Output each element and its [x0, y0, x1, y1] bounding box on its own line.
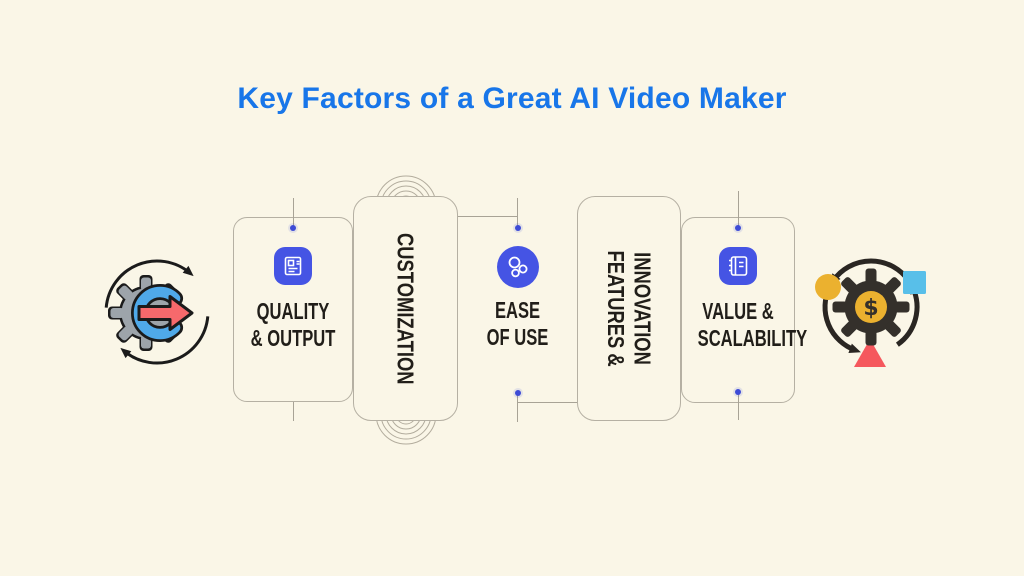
notebook-icon: [719, 247, 757, 285]
factor-label: FEATURES & INNOVATION: [603, 250, 656, 367]
bubbles-icon: [496, 246, 539, 288]
connector-dot: [735, 225, 741, 231]
yellow-circle-shape: [815, 274, 841, 300]
connector-line: [292, 198, 294, 228]
factor-card-quality-output: QUALITY & OUTPUT: [233, 217, 353, 402]
connector-dot: [735, 389, 741, 395]
money-gear-icon: $: [832, 268, 910, 346]
money-gear-cycle-illustration: $: [815, 258, 926, 367]
factor-label: VALUE & SCALABILITY: [697, 298, 808, 351]
cycle-arrows-icon: [104, 259, 210, 365]
connector-dot: [514, 389, 521, 396]
factor-label: EASE OF USE: [486, 297, 549, 350]
coin-icon: [855, 291, 887, 323]
right-arrow-icon: [137, 295, 194, 331]
connector-line: [517, 402, 577, 404]
gear-process-cycle-illustration: [104, 259, 210, 365]
factor-card-ease-of-use: EASE OF USE: [458, 217, 577, 402]
red-triangle-shape: [854, 339, 886, 367]
factor-card-value-scalability: VALUE & SCALABILITY: [681, 217, 808, 403]
connector-dot: [514, 224, 521, 231]
connector-line: [458, 216, 518, 218]
report-icon: [274, 247, 312, 285]
factor-label: CUSTOMIZATION: [392, 232, 419, 385]
blue-square-shape: [903, 271, 926, 294]
connector-line: [517, 393, 519, 422]
connector-line: [737, 392, 739, 420]
connector-dot: [290, 225, 296, 231]
factor-card-customization: CUSTOMIZATION: [353, 196, 458, 421]
connector-line: [737, 191, 739, 228]
connector-line: [292, 402, 294, 421]
factor-card-features-innovation: FEATURES & INNOVATION: [577, 196, 681, 421]
factor-label: QUALITY & OUTPUT: [250, 298, 336, 351]
page-title: Key Factors of a Great AI Video Maker: [237, 82, 787, 115]
connector-line: [517, 198, 519, 227]
dollar-sign: $: [863, 296, 878, 321]
